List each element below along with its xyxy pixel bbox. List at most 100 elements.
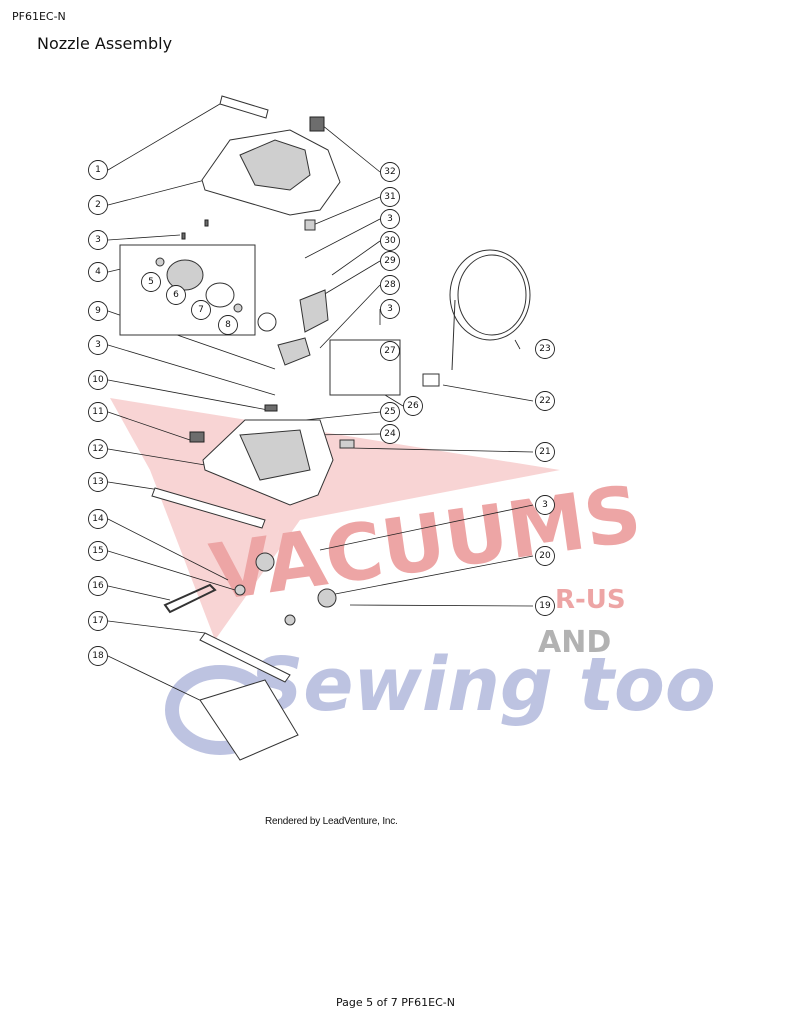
callout-1[interactable]: 1 xyxy=(88,160,108,180)
part-screw-b xyxy=(204,219,209,227)
callout-31[interactable]: 31 xyxy=(380,187,400,207)
callout-18[interactable]: 18 xyxy=(88,646,108,666)
svg-text:9: 9 xyxy=(95,306,101,316)
svg-text:20: 20 xyxy=(539,551,551,561)
callout-15[interactable]: 15 xyxy=(88,541,108,561)
part-wheel-left xyxy=(255,552,275,572)
svg-text:29: 29 xyxy=(384,256,396,266)
callout-3d[interactable]: 3 xyxy=(380,299,400,319)
page-footer: Page 5 of 7 PF61EC-N xyxy=(335,996,455,1009)
part-gear-right xyxy=(284,614,296,626)
part-hose-fitting xyxy=(299,289,329,333)
callout-12[interactable]: 12 xyxy=(88,439,108,459)
part-power-cord-coil xyxy=(449,249,531,341)
callout-24[interactable]: 24 xyxy=(380,424,400,444)
callout-20[interactable]: 20 xyxy=(535,546,555,566)
callout-6[interactable]: 6 xyxy=(166,285,186,305)
svg-text:3: 3 xyxy=(95,340,101,350)
part-label-strip xyxy=(219,95,269,119)
callout-16[interactable]: 16 xyxy=(88,576,108,596)
part-motor-brush xyxy=(155,257,165,267)
callout-17[interactable]: 17 xyxy=(88,611,108,631)
part-bracket xyxy=(264,404,278,412)
callout-23[interactable]: 23 xyxy=(535,339,555,359)
svg-text:32: 32 xyxy=(384,167,395,177)
part-motor-bearing xyxy=(233,303,243,313)
svg-text:24: 24 xyxy=(384,429,396,439)
svg-text:3: 3 xyxy=(387,304,393,314)
callout-10[interactable]: 10 xyxy=(88,370,108,390)
callout-22[interactable]: 22 xyxy=(535,391,555,411)
page-title: Nozzle Assembly xyxy=(37,34,173,53)
callout-9[interactable]: 9 xyxy=(88,301,108,321)
svg-text:3: 3 xyxy=(542,500,548,510)
part-base-plate xyxy=(199,679,299,761)
callout-21[interactable]: 21 xyxy=(535,442,555,462)
callout-3c[interactable]: 3 xyxy=(380,209,400,229)
svg-text:16: 16 xyxy=(92,581,104,591)
callout-3b[interactable]: 3 xyxy=(88,335,108,355)
callout-29[interactable]: 29 xyxy=(380,251,400,271)
part-label-card xyxy=(422,373,440,387)
svg-text:27: 27 xyxy=(384,346,395,356)
svg-text:3: 3 xyxy=(387,214,393,224)
svg-text:28: 28 xyxy=(384,280,396,290)
svg-text:1: 1 xyxy=(95,165,101,175)
part-gasket-a xyxy=(257,312,277,332)
svg-text:22: 22 xyxy=(539,396,550,406)
svg-text:10: 10 xyxy=(92,375,104,385)
callouts: 1 2 3 4 5 6 7 8 9 3 10 11 12 13 14 15 16… xyxy=(88,160,555,666)
svg-text:2: 2 xyxy=(95,200,101,210)
svg-text:3: 3 xyxy=(95,235,101,245)
part-duct xyxy=(277,337,311,366)
part-clip xyxy=(304,219,316,231)
callout-28[interactable]: 28 xyxy=(380,275,400,295)
svg-text:23: 23 xyxy=(539,344,550,354)
part-belt xyxy=(163,583,217,614)
callout-14[interactable]: 14 xyxy=(88,509,108,529)
leader-lines xyxy=(107,100,534,706)
svg-text:21: 21 xyxy=(539,447,550,457)
part-motor xyxy=(166,259,204,291)
part-top-cover-window xyxy=(239,139,311,191)
callout-30[interactable]: 30 xyxy=(380,231,400,251)
svg-text:5: 5 xyxy=(148,277,154,287)
callout-7[interactable]: 7 xyxy=(191,300,211,320)
watermark: VACUUMS R-US AND Sewing too xyxy=(110,398,716,755)
part-wheel-right xyxy=(317,588,337,608)
part-foot-pad xyxy=(189,431,205,443)
svg-text:18: 18 xyxy=(92,651,104,661)
part-gear-left xyxy=(234,584,246,596)
callout-3e[interactable]: 3 xyxy=(535,495,555,515)
callout-4[interactable]: 4 xyxy=(88,262,108,282)
svg-text:12: 12 xyxy=(92,444,103,454)
callout-5[interactable]: 5 xyxy=(141,272,161,292)
parts xyxy=(119,95,531,761)
watermark-line3: Sewing too xyxy=(250,642,716,728)
svg-text:7: 7 xyxy=(198,305,204,315)
callout-32[interactable]: 32 xyxy=(380,162,400,182)
model-code: PF61EC-N xyxy=(12,10,66,23)
callout-27[interactable]: 27 xyxy=(380,341,400,361)
render-credit: Rendered by LeadVenture, Inc. xyxy=(265,816,398,827)
part-pin xyxy=(339,439,355,449)
svg-text:14: 14 xyxy=(92,514,104,524)
callout-2[interactable]: 2 xyxy=(88,195,108,215)
svg-text:19: 19 xyxy=(539,601,551,611)
svg-text:11: 11 xyxy=(92,407,103,417)
svg-text:6: 6 xyxy=(173,290,179,300)
svg-text:15: 15 xyxy=(92,546,103,556)
callout-13[interactable]: 13 xyxy=(88,472,108,492)
callout-3[interactable]: 3 xyxy=(88,230,108,250)
callout-19[interactable]: 19 xyxy=(535,596,555,616)
svg-text:4: 4 xyxy=(95,267,101,277)
callout-8[interactable]: 8 xyxy=(218,315,238,335)
svg-text:30: 30 xyxy=(384,236,396,246)
callout-11[interactable]: 11 xyxy=(88,402,108,422)
callout-25[interactable]: 25 xyxy=(380,402,400,422)
callout-26[interactable]: 26 xyxy=(403,396,423,416)
part-switch-button xyxy=(309,116,325,132)
svg-text:25: 25 xyxy=(384,407,395,417)
part-screw-a xyxy=(181,232,186,240)
